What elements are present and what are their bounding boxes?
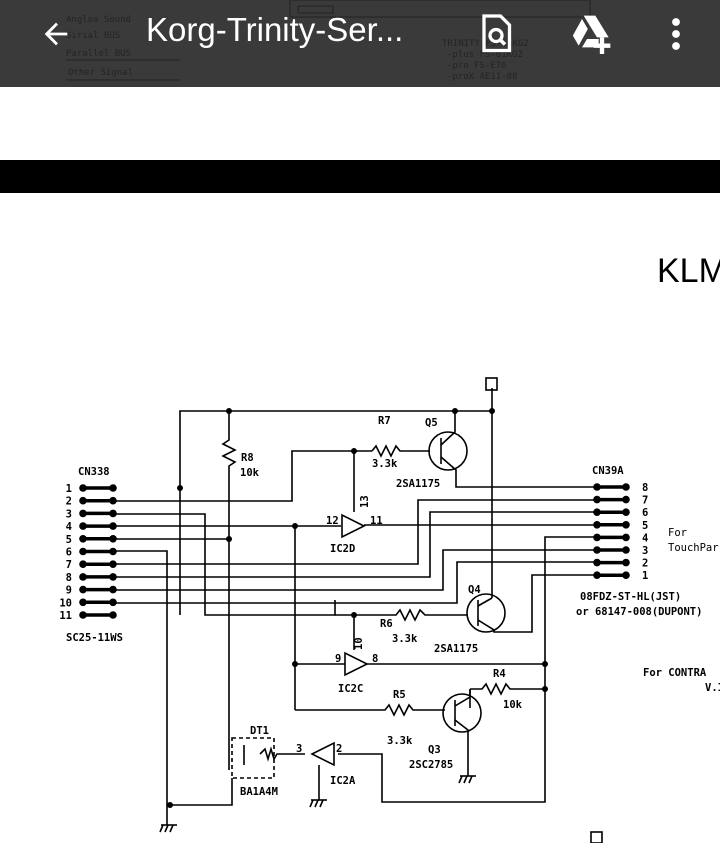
label-for-contrast-2: V.I	[705, 682, 720, 694]
label-q4-part: 2SA1175	[434, 643, 478, 655]
label-for-touchpanel: For	[668, 527, 687, 539]
connector-pin: 5	[593, 520, 648, 532]
connector-pin: 6	[593, 507, 648, 519]
label-ic2a: IC2A	[330, 775, 356, 787]
find-in-document-icon	[482, 14, 512, 53]
label-ic2c: IC2C	[338, 683, 363, 695]
label-ic2d-pin13: 13	[359, 495, 371, 508]
label-r8-value: 10k	[240, 467, 260, 479]
pin-number: 4	[66, 521, 72, 533]
pin-number: 8	[66, 572, 72, 584]
label-ic2a-pin3: 3	[296, 743, 302, 755]
label-r7: R7	[378, 415, 391, 427]
label-r6-value: 3.3k	[392, 633, 418, 645]
label-r7-value: 3.3k	[372, 458, 398, 470]
label-r6: R6	[380, 618, 393, 630]
connector-pin: 2	[593, 558, 648, 570]
back-button[interactable]	[32, 10, 80, 58]
scan-model-3: -pro FS-E76	[447, 61, 507, 71]
label-ic2c-pin10: 10	[353, 637, 365, 650]
connector-pin: 9	[66, 585, 117, 597]
scan-legend-serial: Sirial BUS	[66, 31, 120, 41]
right-connector-part-alt: or 68147-008(DUPONT)	[576, 606, 702, 618]
scan-model-2: -plus FS-61KG2	[447, 50, 523, 60]
add-to-drive-button[interactable]	[568, 10, 616, 58]
label-ic2d: IC2D	[330, 543, 355, 555]
scanned-page-background: Angloa Sound Sirial BUS Parallel BUS Oth…	[66, 0, 591, 82]
pin-number: 8	[642, 482, 648, 494]
connector-pin: 1	[66, 483, 117, 495]
connector-pin: 2	[66, 496, 117, 508]
connector-pin: 4	[66, 521, 117, 533]
pin-number: 2	[642, 558, 648, 570]
label-q3-part: 2SC2785	[409, 759, 453, 771]
pin-number: 9	[66, 585, 72, 597]
connector-pin: 4	[593, 532, 648, 544]
connector-pin: 8	[593, 482, 648, 494]
pin-number: 5	[66, 534, 72, 546]
label-r4: R4	[493, 668, 506, 680]
more-options-button[interactable]	[652, 10, 700, 58]
page-heading-partial: KLM	[657, 252, 720, 290]
scan-legend-parallel: Parallel BUS	[66, 49, 131, 59]
document-title: Korg-Trinity-Ser...	[146, 11, 404, 48]
connector-pin: 3	[593, 545, 648, 557]
connector-pin: 10	[59, 597, 117, 609]
label-r4-value: 10k	[503, 699, 523, 711]
label-q3: Q3	[428, 744, 441, 756]
connector-pin: 5	[66, 534, 117, 546]
pin-number: 3	[66, 508, 72, 520]
find-in-document-button[interactable]	[472, 10, 520, 58]
label-for-touchpanel-2: TouchPar	[668, 542, 719, 554]
connector-pin: 7	[66, 559, 117, 571]
connector-pin: 1	[593, 570, 648, 582]
left-connector-part: SC25-11WS	[66, 632, 123, 644]
label-r5: R5	[393, 689, 406, 701]
label-r5-value: 3.3k	[387, 735, 413, 747]
scan-legend-analog: Angloa Sound	[66, 15, 131, 25]
app-bar: Angloa Sound Sirial BUS Parallel BUS Oth…	[0, 0, 720, 87]
connector-pin: 8	[66, 572, 117, 584]
label-ic2d-pin11: 11	[370, 515, 383, 527]
back-arrow-icon	[44, 22, 68, 46]
pin-number: 6	[66, 547, 72, 559]
label-q5-part: 2SA1175	[396, 478, 440, 490]
label-dt1: DT1	[250, 725, 269, 737]
connector-pin: 3	[66, 508, 117, 520]
more-vert-icon	[672, 18, 680, 50]
label-r8: R8	[241, 452, 254, 464]
pin-number: 7	[66, 559, 72, 571]
left-connector-name: CN338	[78, 466, 110, 478]
label-for-contrast: For CONTRA	[643, 667, 707, 679]
pin-number: 11	[59, 610, 72, 622]
label-q4: Q4	[468, 584, 481, 596]
pin-number: 10	[59, 597, 72, 609]
pin-number: 6	[642, 507, 648, 519]
scan-legend-other: Other Signal	[68, 68, 133, 78]
pin-number: 4	[642, 532, 648, 544]
label-dt1-part: BA1A4M	[240, 786, 278, 798]
pin-number: 2	[66, 496, 72, 508]
pin-number: 5	[642, 520, 648, 532]
label-ic2d-pin12: 12	[326, 515, 339, 527]
connector-pin: 11	[59, 610, 117, 622]
label-q5: Q5	[425, 417, 438, 429]
scan-model-4: -proX AE11-88	[447, 72, 517, 82]
pin-number: 1	[66, 483, 72, 495]
right-connector-name: CN39A	[592, 465, 624, 477]
connector-pin: 7	[593, 495, 648, 507]
page-separator-band	[0, 160, 720, 193]
label-ic2c-pin9: 9	[335, 653, 341, 665]
label-ic2a-pin2: 2	[336, 743, 342, 755]
connector-pin: 6	[66, 547, 117, 559]
add-to-drive-icon	[572, 15, 611, 54]
label-ic2c-pin8: 8	[372, 653, 378, 665]
right-connector-part: 08FDZ-ST-HL(JST)	[580, 591, 681, 603]
pin-number: 1	[642, 570, 648, 582]
pin-number: 7	[642, 495, 648, 507]
pin-number: 3	[642, 545, 648, 557]
